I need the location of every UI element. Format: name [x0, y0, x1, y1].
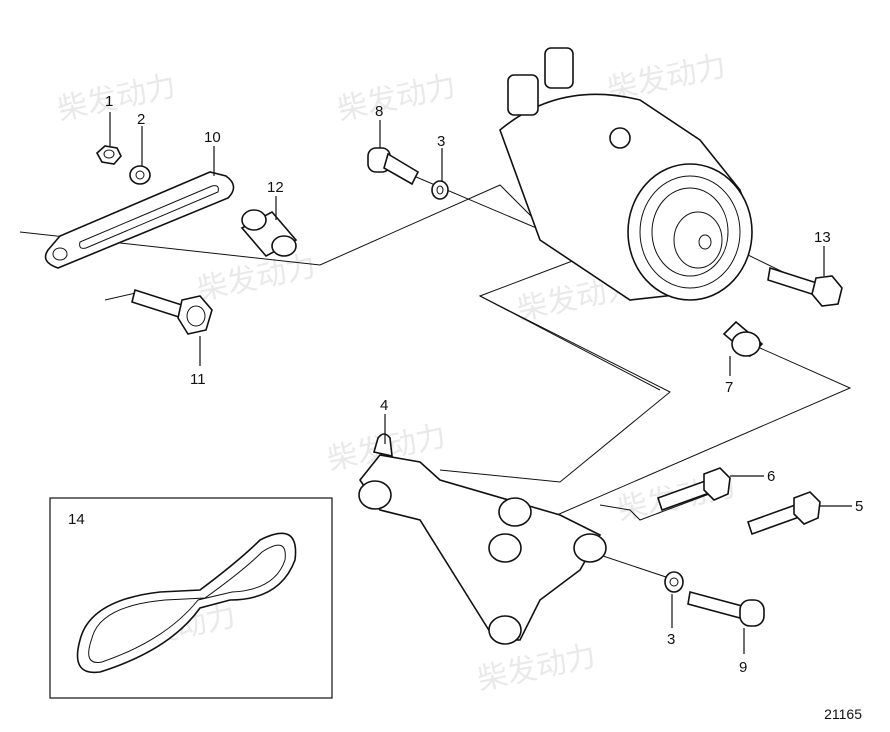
bolt-13: [767, 266, 843, 307]
screw-8: [367, 147, 420, 186]
callout-3-top: 3: [437, 133, 445, 150]
screw-9: [687, 590, 765, 627]
spacer-12: [240, 209, 298, 258]
callout-13: 13: [814, 229, 831, 246]
callout-7: 7: [725, 379, 733, 396]
callout-12: 12: [267, 179, 284, 196]
callout-2: 2: [137, 111, 145, 128]
washer-3-bottom: [664, 571, 684, 593]
callout-1: 1: [105, 93, 113, 110]
washer-2: [129, 165, 151, 185]
callout-3-bottom: 3: [667, 631, 675, 648]
bolt-5: [746, 491, 821, 536]
drive-belt-box-14: [49, 497, 333, 699]
assembly-lines: [19, 167, 852, 581]
callout-10: 10: [204, 129, 221, 146]
adjuster-bracket-10: [44, 171, 235, 269]
svg-text:柴发动力: 柴发动力: [194, 249, 319, 308]
bolt-11: [131, 288, 213, 335]
svg-text:柴发动力: 柴发动力: [474, 639, 599, 698]
compressor-bracket-4: [358, 433, 607, 645]
nut-1: [95, 145, 122, 165]
bolt-6: [656, 467, 731, 512]
callout-8: 8: [375, 103, 383, 120]
callout-leaders: [109, 112, 852, 654]
svg-text:柴发动力: 柴发动力: [54, 69, 179, 128]
callout-11: 11: [190, 371, 206, 388]
svg-text:柴发动力: 柴发动力: [334, 69, 459, 128]
callout-14: 14: [68, 511, 85, 528]
callout-5: 5: [855, 498, 863, 515]
ac-compressor: [499, 47, 753, 301]
drawing-number: 21165: [824, 706, 862, 722]
washer-3-top: [431, 180, 449, 200]
callout-9: 9: [739, 659, 747, 676]
callout-6: 6: [767, 468, 775, 485]
callout-4: 4: [380, 397, 388, 414]
callout-numbers: 1 2 10 12 11 8 3 13 7 4 6 5 3 9 14: [68, 93, 863, 676]
spacer-7: [722, 320, 764, 358]
